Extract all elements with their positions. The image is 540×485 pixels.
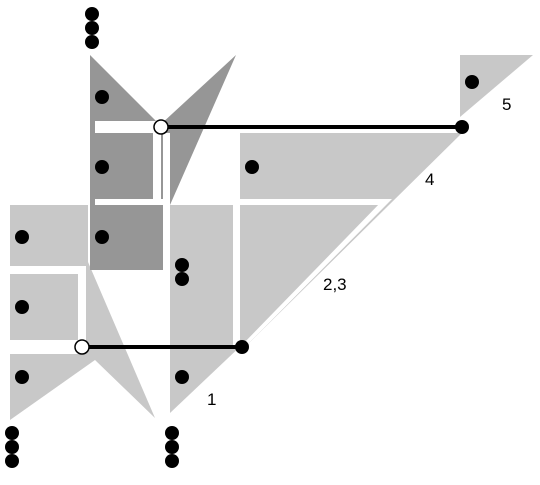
region-5-triangle	[460, 55, 533, 117]
label-2-3: 2,3	[323, 275, 347, 294]
bottom-left-dot-stack	[5, 426, 19, 468]
marker-dot	[15, 370, 29, 384]
region-1-triangle	[170, 342, 245, 413]
marker-dot	[95, 160, 109, 174]
white-channel-h3	[10, 266, 80, 274]
lower-end-dot	[235, 340, 249, 354]
upper-open-node	[153, 119, 169, 135]
white-channel-h5	[240, 199, 386, 205]
marker-dot	[465, 75, 479, 89]
white-channel-v1	[153, 133, 161, 199]
white-channel-v4	[233, 199, 240, 349]
label-1: 1	[207, 390, 216, 409]
white-channel-h1	[95, 121, 161, 133]
marker-dot	[95, 90, 109, 104]
marker-dot	[175, 258, 189, 272]
marker-dot	[15, 300, 29, 314]
upper-end-dot	[455, 120, 469, 134]
label-4: 4	[425, 170, 434, 189]
marker-dot	[175, 272, 189, 286]
white-channel-v3	[78, 266, 86, 342]
white-channel-v2	[163, 133, 170, 403]
label-5: 5	[502, 95, 511, 114]
marker-dot	[245, 160, 259, 174]
center-shape	[170, 205, 233, 342]
marker-dot	[15, 230, 29, 244]
top-dot-stack	[85, 7, 99, 49]
marker-dot	[175, 370, 189, 384]
white-channel-h4	[10, 340, 82, 354]
lower-open-node	[74, 339, 90, 355]
white-channel-h2	[95, 199, 170, 205]
bottom-center-dot-stack	[165, 426, 179, 468]
white-channel-diag	[240, 199, 392, 347]
marker-dot	[95, 230, 109, 244]
